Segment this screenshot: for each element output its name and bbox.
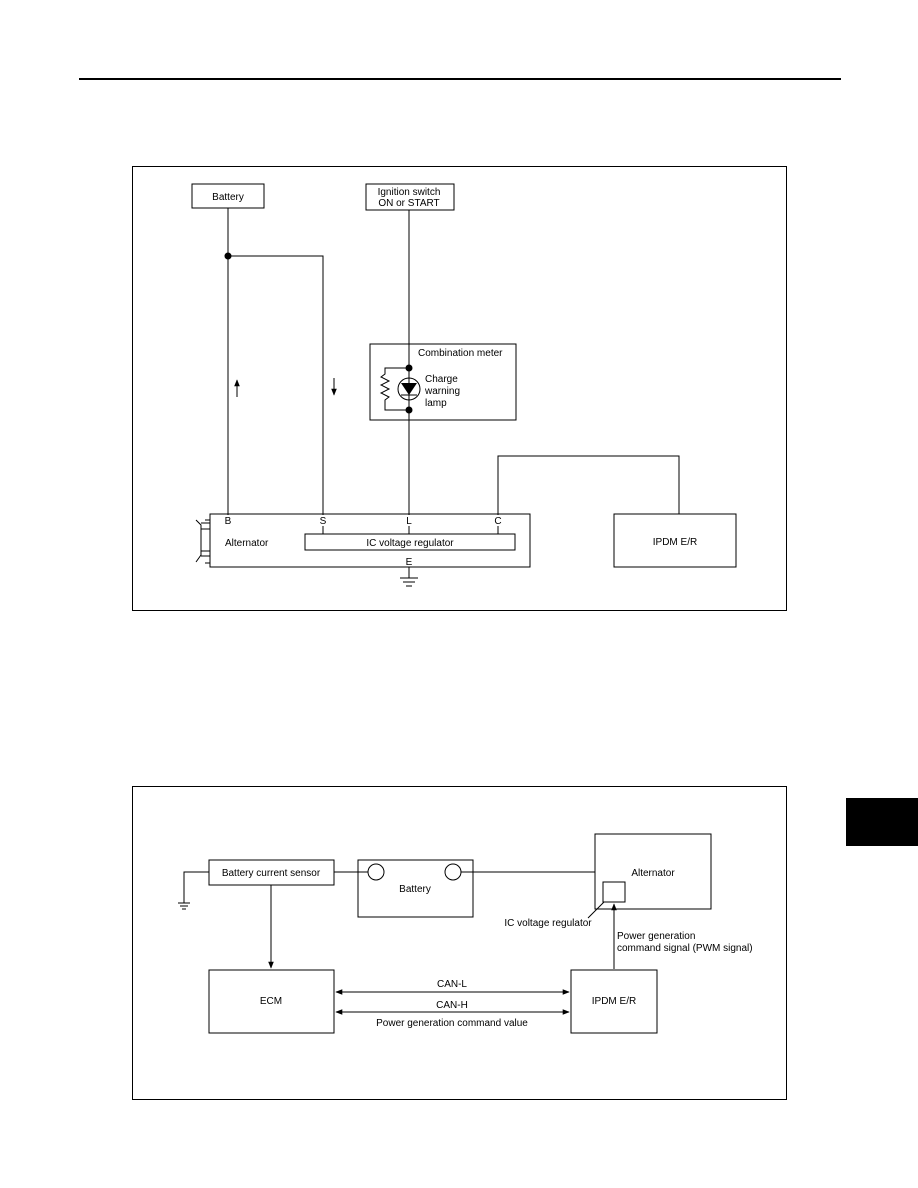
battery-terminal-positive [444, 863, 462, 881]
alternator-2-block: Alternator [587, 833, 712, 919]
terminal-e: E [406, 557, 413, 568]
ic-voltage-regulator-2-label: IC voltage regulator [504, 918, 592, 929]
can-h-label: CAN-H [436, 1000, 468, 1011]
combination-meter-label: Combination meter [418, 348, 503, 359]
ipdm-2-block: IPDM E/R [570, 969, 658, 1034]
c-terminal-wire [497, 455, 680, 515]
ground-icon [400, 567, 418, 587]
power-generation-label-1: Power generation [617, 931, 695, 942]
combination-meter-block: Combination meter Charge warning lamp [369, 343, 517, 421]
terminal-s: S [320, 516, 327, 527]
battery-label: Battery [212, 192, 244, 203]
power-generation-value-label: Power generation command value [376, 1018, 528, 1029]
ignition-switch-label-1: Ignition switch [378, 187, 441, 198]
ipdm-block: IPDM E/R [613, 513, 737, 568]
battery-wiring [224, 208, 337, 515]
ic-voltage-regulator-label: IC voltage regulator [366, 538, 454, 549]
charging-circuit-frame [132, 166, 787, 611]
battery-2-block: Battery [357, 859, 474, 918]
alternator-block: Alternator B S L C IC voltage regulator … [195, 513, 531, 568]
warning-label: warning [424, 386, 460, 397]
alternator-2-label: Alternator [631, 868, 675, 879]
lamp-label: lamp [425, 398, 447, 409]
battery-current-sensor-label: Battery current sensor [222, 868, 321, 879]
battery-current-sensor-block: Battery current sensor [208, 859, 335, 886]
battery-block: Battery [191, 183, 265, 209]
ignition-switch-block: Ignition switch ON or START [365, 183, 455, 211]
battery-2-label: Battery [399, 884, 431, 895]
sensor-ground-icon [178, 871, 209, 910]
can-bus: CAN-L CAN-H Power generation command val… [335, 979, 570, 1029]
header-rule [79, 78, 841, 80]
resistor-symbol [379, 367, 409, 411]
junction-dot [224, 252, 232, 260]
power-generation-control-frame [132, 786, 787, 1100]
section-tab-marker [846, 798, 918, 846]
battery-terminal-negative [367, 863, 385, 881]
ipdm-label: IPDM E/R [653, 537, 697, 548]
ic-regulator-box [602, 881, 626, 903]
pulley-icon [195, 519, 210, 564]
alternator-label: Alternator [225, 538, 269, 549]
ecm-label: ECM [260, 996, 282, 1007]
ecm-block: ECM [208, 969, 335, 1034]
ipdm-2-label: IPDM E/R [592, 996, 636, 1007]
power-generation-label-2: command signal (PWM signal) [617, 943, 753, 954]
charge-label: Charge [425, 374, 458, 385]
terminal-c: C [494, 516, 501, 527]
can-l-label: CAN-L [437, 979, 467, 990]
terminal-l: L [406, 516, 412, 527]
ignition-switch-label-2: ON or START [378, 198, 439, 209]
terminal-b: B [225, 516, 232, 527]
